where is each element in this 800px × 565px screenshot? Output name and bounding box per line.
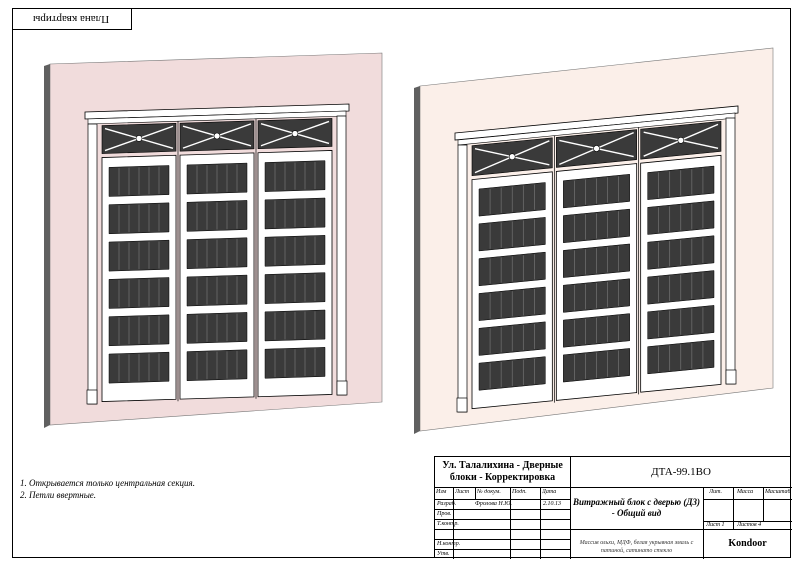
stage-header-lit: Лит. [709, 489, 722, 495]
plinth-right [336, 380, 348, 396]
plinth-left [86, 389, 98, 405]
transom-rosette [593, 145, 600, 152]
notes: 1. Открывается только центральная секция… [20, 477, 195, 501]
pilaster-right [336, 115, 347, 396]
wall-edge [44, 64, 50, 428]
cornice [84, 103, 350, 120]
col-header-sign: Подп. [512, 489, 527, 495]
sheet-number: Лист 1 [706, 522, 725, 528]
transom-rosette [508, 153, 516, 161]
transom-rosette [213, 132, 221, 140]
rotated-stamp-box: Плана квартиры [12, 8, 132, 30]
sheet-frame [12, 8, 791, 558]
col-header-izm: Изм [436, 489, 447, 495]
cornice [454, 105, 739, 141]
stage-header-mass: Масса [737, 489, 754, 495]
pilaster-right [725, 117, 736, 385]
material-note: Массив ольхи, МДФ, белая укрывная эмаль … [579, 540, 694, 554]
row-role-3: Т.контр. [437, 521, 459, 527]
title-block: Ул. Талалихина - Дверные блоки - Коррект… [434, 456, 792, 559]
transom-rosette [677, 136, 685, 144]
stage-header-scale: Масштаб [765, 489, 791, 495]
col-header-doc: № докум. [477, 489, 501, 495]
row-date-1: 2.10.13 [543, 501, 561, 507]
drawing-name: Витражный блок с дверью (Д3) - Общий вид [573, 497, 700, 518]
plinth-left [456, 397, 468, 413]
row-role-2: Пров. [437, 511, 452, 517]
door-view-left [44, 52, 383, 428]
row-name-1: Фролова Н.Ю. [475, 501, 512, 507]
transom-rosette [291, 130, 299, 137]
wall-edge [414, 86, 420, 434]
row-role-1: Разраб. [437, 501, 457, 507]
plinth-right [725, 369, 737, 385]
pilaster-left [457, 144, 468, 413]
transom-rosette [135, 135, 143, 142]
pilaster-left [87, 123, 98, 405]
note-1: 1. Открывается только центральная секция… [20, 478, 195, 488]
col-header-list: Лист [455, 489, 470, 495]
document-code: ДТА-99.1ВО [651, 466, 711, 478]
door-view-right [414, 47, 774, 434]
col-header-date: Дата [542, 489, 557, 495]
row-role-6: Утв. [437, 551, 450, 557]
sheet-count: Листов 4 [737, 522, 762, 528]
row-role-5: Н.контр. [437, 541, 461, 547]
note-2: 2. Петли ввертные. [20, 490, 97, 500]
company-name: Kondoor [728, 538, 767, 549]
project-title: Ул. Талалихина - Дверные блоки - Коррект… [442, 460, 563, 483]
